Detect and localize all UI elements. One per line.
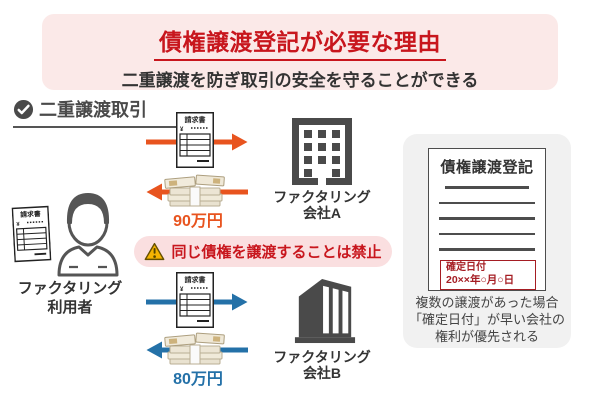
warning-triangle-icon <box>145 242 165 261</box>
registry-document: 債権譲渡登記 確定日付 20××年○月○日 <box>428 148 546 291</box>
check-circle-icon <box>13 99 34 119</box>
company-b-label-line2: 会社B <box>302 365 342 382</box>
page-subtitle: 二重譲渡を防ぎ取引の安全を守ることができる <box>121 71 479 90</box>
amount-b-label: 80万円 <box>173 371 223 388</box>
section-heading-label: 二重譲渡取引 <box>39 100 147 120</box>
svg-text:請求書: 請求書 <box>185 115 206 124</box>
user-invoice-icon: 請求書 ¥ <box>11 205 52 263</box>
registry-caption: 複数の譲渡があった場合 「確定日付」が早い会社の 権利が優先される <box>403 295 571 346</box>
registry-caption-line2: 「確定日付」が早い会社の <box>408 311 565 327</box>
invoice-b-icon: 請求書 ¥ <box>176 272 214 328</box>
company-b-label-line1: ファクタリング <box>273 349 371 365</box>
money-stack-b-icon <box>164 332 225 365</box>
registry-title: 債権譲渡登記 <box>440 159 534 176</box>
registry-text-line <box>439 248 535 251</box>
company-b-label: ファクタリング 会社B <box>262 349 382 381</box>
registry-text-line <box>439 201 535 204</box>
user-label-line2: 利用者 <box>47 298 93 316</box>
registry-caption-line3: 権利が優先される <box>434 328 539 344</box>
company-a-label: ファクタリング 会社A <box>262 189 382 221</box>
svg-text:¥: ¥ <box>180 127 184 133</box>
amount-a-label: 90万円 <box>173 213 223 230</box>
warning-text: 同じ債権を譲渡することは禁止 <box>171 244 382 261</box>
company-a-building-icon <box>292 118 352 185</box>
invoice-a-icon: 請求書 ¥ <box>176 112 214 168</box>
page-title: 債権譲渡登記が必要な理由 <box>154 23 446 61</box>
user-person-icon <box>57 193 119 277</box>
company-a-label-line1: ファクタリング <box>273 189 371 205</box>
fixed-date-stamp: 確定日付 20××年○月○日 <box>440 259 536 291</box>
registry-text-line <box>445 186 529 189</box>
fixed-date-stamp-title: 確定日付 <box>446 261 486 273</box>
registry-text-line <box>439 217 535 220</box>
svg-text:¥: ¥ <box>180 287 184 293</box>
registry-text-line <box>439 232 535 235</box>
user-label-line1: ファクタリング <box>17 280 123 297</box>
registry-panel: 債権譲渡登記 確定日付 20××年○月○日 複数の譲渡があった場合 「確定日付」… <box>403 134 571 348</box>
section-heading: 二重譲渡取引 <box>13 96 181 128</box>
warning-banner: 同じ債権を譲渡することは禁止 <box>134 236 392 267</box>
svg-text:請求書: 請求書 <box>185 275 206 284</box>
company-b-building-icon <box>294 279 356 344</box>
svg-text:請求書: 請求書 <box>20 209 41 219</box>
money-stack-a-icon <box>164 174 225 207</box>
header-banner: 債権譲渡登記が必要な理由 二重譲渡を防ぎ取引の安全を守ることができる <box>42 14 558 90</box>
fixed-date-stamp-date: 20××年○月○日 <box>446 274 515 286</box>
user-label: ファクタリング 利用者 <box>0 280 140 318</box>
registry-caption-line1: 複数の譲渡があった場合 <box>415 295 559 310</box>
company-a-label-line2: 会社A <box>302 205 342 222</box>
svg-text:¥: ¥ <box>16 222 20 228</box>
